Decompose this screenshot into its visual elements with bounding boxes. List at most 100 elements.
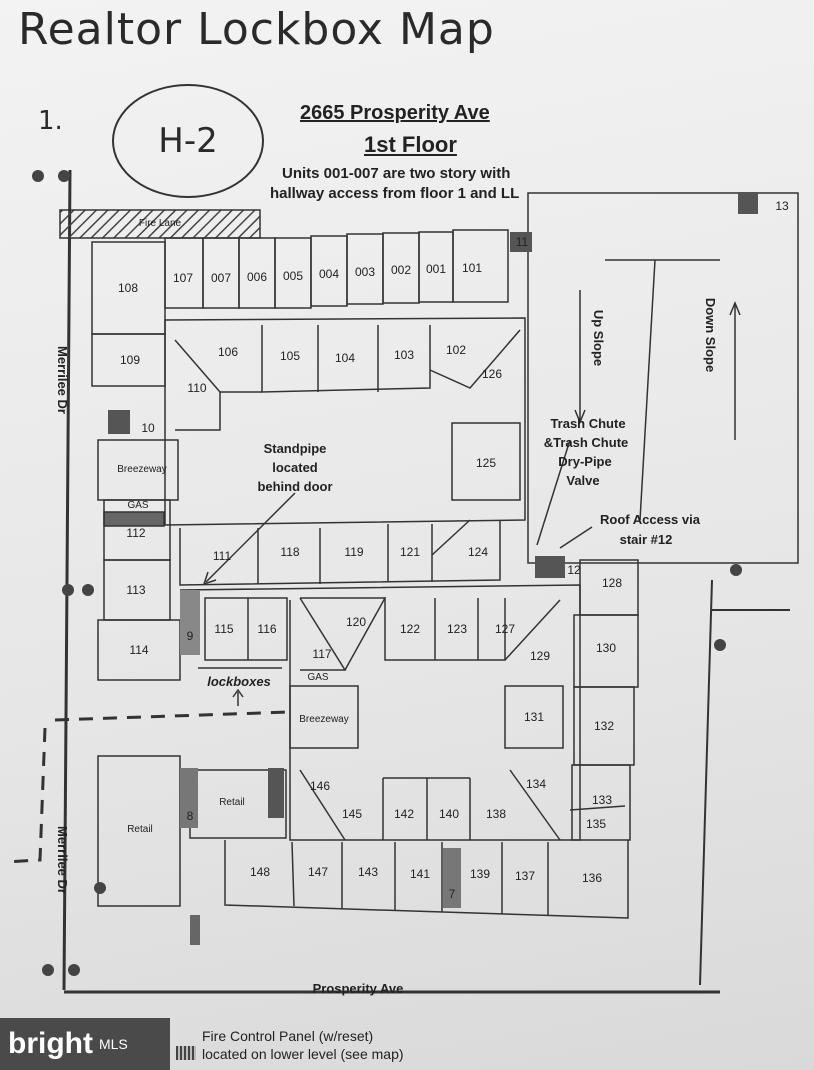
note-line-1: Units 001-007 are two story with bbox=[282, 165, 511, 182]
stair-icon-12 bbox=[535, 556, 565, 578]
unit-121: 121 bbox=[400, 545, 420, 559]
street-west-label-2: Merrilee Dr bbox=[55, 826, 70, 894]
unit-140: 140 bbox=[439, 807, 459, 821]
unit-134: 134 bbox=[526, 777, 546, 791]
north-units-row bbox=[261, 325, 431, 393]
legend-line-2: located on lower level (see map) bbox=[202, 1046, 404, 1062]
unit-007: 007 bbox=[211, 271, 231, 285]
stair-icon-11 bbox=[510, 232, 532, 252]
unit-divider bbox=[291, 841, 295, 907]
dashed-path-2 bbox=[4, 727, 47, 864]
up-slope-label: Up Slope bbox=[591, 310, 606, 366]
retail-label-1: Retail bbox=[127, 824, 153, 835]
unit-142: 142 bbox=[394, 807, 414, 821]
building-north-outline bbox=[164, 317, 526, 526]
unit-146-edge bbox=[299, 769, 346, 841]
unit-125-box bbox=[451, 422, 521, 501]
roof-line-2: stair #12 bbox=[620, 532, 673, 547]
unit-101-box bbox=[452, 229, 509, 303]
unit-119: 119 bbox=[344, 545, 363, 559]
gas-meter-1 bbox=[103, 511, 165, 527]
breezeway-south bbox=[289, 685, 359, 749]
fire-panel-icon-2 bbox=[190, 915, 200, 945]
unit-002: 002 bbox=[391, 263, 411, 277]
unit-110-edge bbox=[175, 392, 221, 431]
unit-115-116-box bbox=[204, 597, 288, 661]
unit-111: 111 bbox=[213, 549, 232, 563]
unit-117: 117 bbox=[312, 647, 331, 661]
unit-122: 122 bbox=[400, 622, 420, 636]
lockbox-arrow-head bbox=[232, 688, 244, 698]
unit-124: 124 bbox=[468, 545, 488, 559]
unit-142-138-row bbox=[382, 777, 471, 840]
unit-102: 102 bbox=[446, 343, 466, 357]
unit-106: 106 bbox=[218, 345, 238, 359]
unit-123: 123 bbox=[447, 622, 467, 636]
unit-129-edge bbox=[504, 599, 561, 661]
watermark-mls: MLS bbox=[98, 1036, 128, 1052]
standpipe-line-3: behind door bbox=[257, 479, 332, 494]
breezeway-west-label: Breezeway bbox=[117, 464, 166, 475]
unit-110: 110 bbox=[187, 381, 206, 395]
unit-116: 116 bbox=[257, 622, 276, 636]
unit-135: 135 bbox=[586, 817, 606, 831]
gas-label-2: GAS bbox=[307, 672, 328, 683]
trash-line-4: Valve bbox=[566, 473, 599, 488]
unit-001: 001 bbox=[426, 262, 446, 276]
legend-line-1: Fire Control Panel (w/reset) bbox=[202, 1028, 374, 1044]
retail-label-2: Retail bbox=[219, 797, 245, 808]
retail-unit-1 bbox=[97, 755, 181, 907]
unit-141: 141 bbox=[410, 867, 430, 881]
fire-panel-legend-icon bbox=[176, 1046, 196, 1060]
stair-icon-13 bbox=[738, 192, 758, 214]
unit-127: 127 bbox=[495, 622, 515, 636]
unit-148: 148 bbox=[250, 865, 270, 879]
hydrant-icon bbox=[714, 639, 726, 651]
parking-garage bbox=[527, 192, 799, 564]
unit-133-135-box bbox=[571, 764, 631, 841]
trash-chute-arrow bbox=[536, 439, 571, 546]
hydrant-icon bbox=[62, 584, 74, 596]
unit-115: 115 bbox=[214, 622, 233, 636]
note-line-2: hallway access from floor 1 and LL bbox=[270, 185, 520, 202]
hydrant-icon bbox=[730, 564, 742, 576]
stair-label-7: 7 bbox=[449, 887, 456, 901]
hydrant-icon bbox=[58, 170, 70, 182]
unit-124-edge bbox=[431, 519, 471, 556]
main-title: Realtor Lockbox Map bbox=[18, 4, 495, 55]
middle-row-outline bbox=[179, 520, 501, 586]
trash-line-2: &Trash Chute bbox=[544, 435, 629, 450]
stair-label-8: 8 bbox=[187, 809, 194, 823]
unit-146: 146 bbox=[310, 779, 330, 793]
down-slope-label: Down Slope bbox=[703, 298, 718, 372]
unit-131-box bbox=[504, 685, 564, 749]
lockboxes-label: lockboxes bbox=[207, 674, 271, 689]
fire-lane-label: Fire Lane bbox=[139, 218, 182, 229]
unit-130: 130 bbox=[596, 641, 616, 655]
unit-125: 125 bbox=[476, 456, 496, 470]
standpipe-arrow bbox=[205, 492, 296, 583]
garage-divider bbox=[639, 259, 656, 521]
circle-label: H-2 bbox=[112, 84, 264, 198]
stair-label-11: 11 bbox=[516, 235, 529, 249]
stair-label-10: 10 bbox=[141, 421, 155, 435]
floor-title: 1st Floor bbox=[364, 132, 457, 157]
gas-label-1: GAS bbox=[127, 500, 148, 511]
unit-131: 131 bbox=[524, 710, 544, 724]
unit-102-edge bbox=[429, 329, 521, 389]
stair-icon-9 bbox=[180, 590, 200, 655]
up-slope-arrow-head bbox=[574, 409, 586, 424]
unit-109: 109 bbox=[120, 353, 140, 367]
unit-126: 126 bbox=[482, 367, 502, 381]
unit-120: 120 bbox=[346, 615, 366, 629]
unit-005: 005 bbox=[283, 269, 303, 283]
hydrant-icon bbox=[94, 882, 106, 894]
south-row-outline bbox=[224, 840, 629, 919]
watermark-brand: bright bbox=[8, 1027, 93, 1060]
unit-107: 107 bbox=[173, 271, 193, 285]
hydrant-icon bbox=[82, 584, 94, 596]
stair-label-13: 13 bbox=[775, 199, 789, 213]
trash-line-3: Dry-Pipe bbox=[558, 454, 611, 469]
hydrant-icon bbox=[32, 170, 44, 182]
